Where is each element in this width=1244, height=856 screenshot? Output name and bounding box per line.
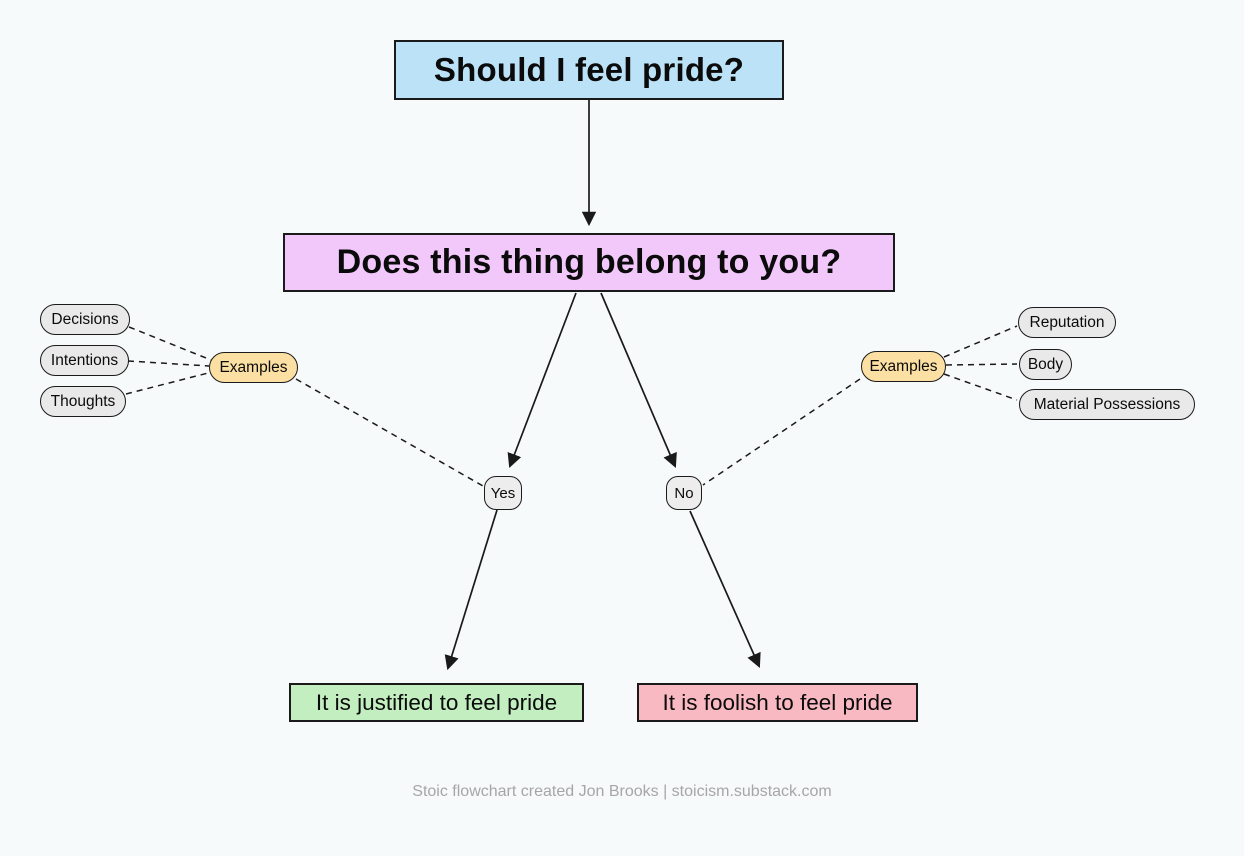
edge-examples-to-reputation — [943, 325, 1018, 358]
edge-intentions-to-examples — [127, 360, 210, 367]
node-example-material-possessions: Material Possessions — [1019, 389, 1195, 420]
node-should-i-feel-pride: Should I feel pride? — [394, 40, 784, 100]
node-example-thoughts: Thoughts — [40, 386, 126, 417]
node-example-reputation: Reputation — [1018, 307, 1116, 338]
edge-no-to-foolish — [689, 510, 761, 668]
node-justified-pride: It is justified to feel pride — [289, 683, 584, 722]
node-example-body: Body — [1019, 349, 1072, 380]
edge-question-to-yes — [507, 292, 577, 469]
edge-question-to-no — [600, 292, 677, 468]
node-examples-left: Examples — [209, 352, 298, 383]
edge-thoughts-to-examples — [125, 371, 213, 395]
edge-decisions-to-examples — [128, 326, 212, 361]
node-foolish-pride: It is foolish to feel pride — [637, 683, 918, 722]
node-does-this-belong-to-you: Does this thing belong to you? — [283, 233, 895, 292]
edge-examples-to-no — [702, 378, 861, 486]
footer-credit: Stoic flowchart created Jon Brooks | sto… — [412, 783, 832, 800]
node-no: No — [666, 476, 702, 510]
edge-examples-to-material — [943, 373, 1018, 401]
edge-yes-to-justified — [444, 509, 498, 671]
node-example-intentions: Intentions — [40, 345, 129, 376]
node-examples-right: Examples — [861, 351, 946, 382]
node-yes: Yes — [484, 476, 522, 510]
edge-examples-to-yes — [295, 378, 484, 487]
edge-examples-to-body — [945, 363, 1018, 366]
node-example-decisions: Decisions — [40, 304, 130, 335]
